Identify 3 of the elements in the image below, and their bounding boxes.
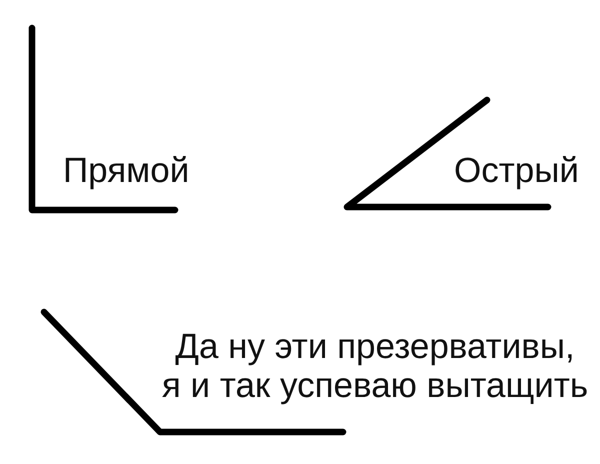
angle-label: Острый — [454, 151, 579, 190]
angle-label: Прямой — [63, 151, 190, 190]
caption-text: Да ну эти презервативы, я и так успеваю вытащить — [160, 327, 590, 405]
